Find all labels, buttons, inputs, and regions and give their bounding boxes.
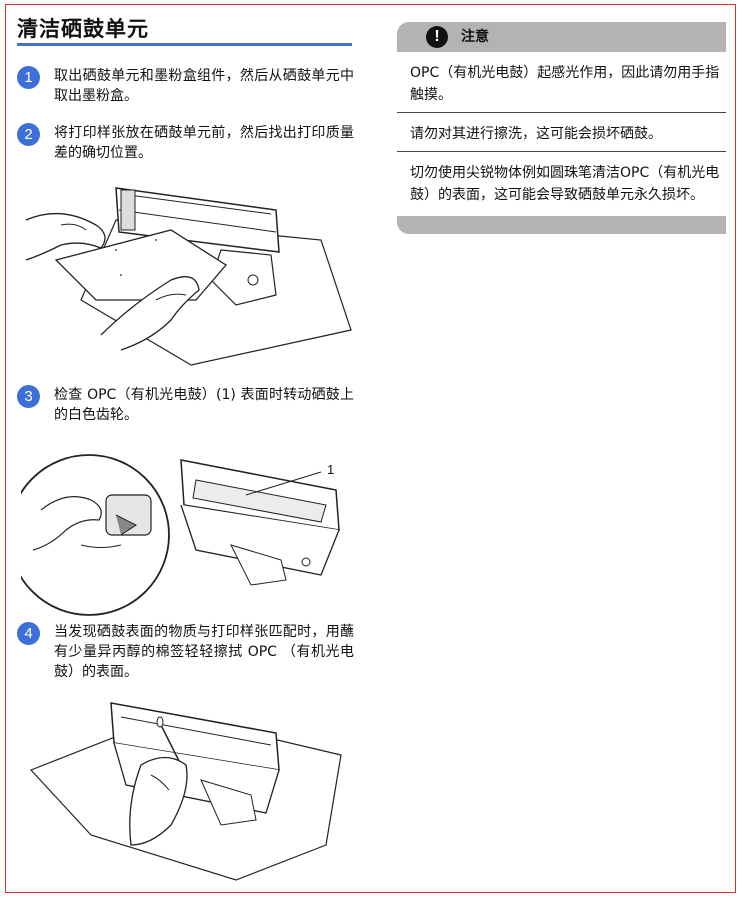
drum-with-sample-page-illustration [21,180,356,370]
caution-footer-bar [397,216,726,234]
step-text-1: 取出硒鼓单元和墨粉盒组件，然后从硒鼓单元中取出墨粉盒。 [54,68,354,104]
page-title: 清洁硒鼓单元 [17,17,149,41]
exclamation-icon: ! [426,26,448,48]
caution-header: ! 注意 [397,22,726,52]
step-text-3: 检查 OPC（有机光电鼓）(1) 表面时转动硒鼓上的白色齿轮。 [54,387,354,423]
step-number-3: 3 [17,385,40,408]
caution-title: 注意 [461,29,489,45]
cotton-swab-cleaning-illustration [21,695,356,885]
step-text-2: 将打印样张放在硒鼓单元前，然后找出打印质量差的确切位置。 [54,125,354,161]
step-number-1: 1 [17,66,40,89]
opc-drum-callout-label: 1 [327,462,335,477]
title-underline [17,43,352,46]
drum-gear-rotation-illustration: 1 [21,450,356,620]
caution-item-2: 请勿对其进行擦洗，这可能会损坏硒鼓。 [397,113,726,152]
step-number-4: 4 [17,622,40,645]
manual-page: 清洁硒鼓单元 1 取出硒鼓单元和墨粉盒组件，然后从硒鼓单元中取出墨粉盒。 2 将… [5,4,736,893]
caution-item-3: 切勿使用尖锐物体例如圆珠笔清洁OPC（有机光电鼓）的表面，这可能会导致硒鼓单元永… [410,165,720,203]
caution-notice: ! 注意 OPC（有机光电鼓）起感光作用，因此请勿用手指触摸。 请勿对其进行擦洗… [397,22,726,234]
step-number-2: 2 [17,123,40,146]
caution-item-1: OPC（有机光电鼓）起感光作用，因此请勿用手指触摸。 [397,52,726,113]
step-text-4: 当发现硒鼓表面的物质与打印样张匹配时，用蘸有少量异丙醇的棉签轻轻擦拭 OPC （… [54,624,354,680]
